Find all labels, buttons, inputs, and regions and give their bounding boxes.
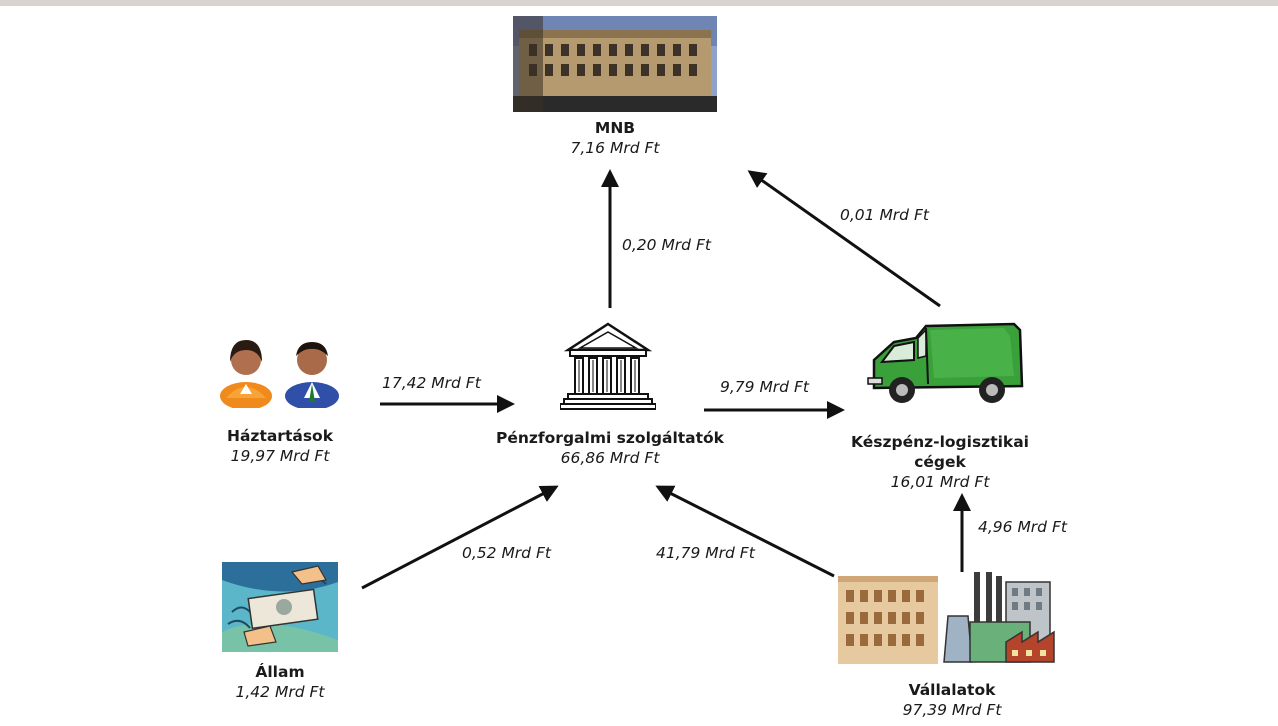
flow-haztartasok-to-penzforgalmi: 17,42 Mrd Ft [382,374,481,392]
money-exchange-icon [222,562,338,652]
node-allam-amount: 1,42 Mrd Ft [235,683,325,701]
left-border [0,6,4,726]
node-keszpenz-name-line1: Készpénz-logisztikai [850,433,1029,451]
flow-keszpenz-to-mnb: 0,01 Mrd Ft [840,206,929,224]
node-mnb-amount: 7,16 Mrd Ft [570,139,660,157]
node-penzforgalmi-amount: 66,86 Mrd Ft [560,449,660,467]
flow-vallalatok-to-keszpenz: 4,96 Mrd Ft [978,518,1067,536]
classical-bank-icon [560,322,656,410]
top-border [0,0,1278,6]
flow-penzforgalmi-to-keszpenz: 9,79 Mrd Ft [720,378,809,396]
node-vallalatok-name: Vállalatok [908,681,996,699]
factory-buildings-icon [838,572,1055,664]
flow-allam-to-penzforgalmi: 0,52 Mrd Ft [462,544,551,562]
node-penzforgalmi-name: Pénzforgalmi szolgáltatók [495,429,724,447]
people-icon [220,340,339,408]
mnb-building-icon [513,16,717,112]
node-allam: Állam 1,42 Mrd Ft [190,662,370,702]
node-haztartasok-amount: 19,97 Mrd Ft [230,447,330,465]
arrow-vallalatok-to-penzforgalmi [655,485,835,578]
node-vallalatok: Vállalatok 97,39 Mrd Ft [862,680,1042,720]
node-keszpenz: Készpénz-logisztikai cégek 16,01 Mrd Ft [840,432,1040,492]
flow-vallalatok-to-penzforgalmi: 41,79 Mrd Ft [656,544,755,562]
flow-penzforgalmi-to-mnb: 0,20 Mrd Ft [622,236,711,254]
arrow-allam-to-penzforgalmi [361,485,559,590]
node-keszpenz-name-line2: cégek [914,453,966,471]
van-icon [867,322,1024,403]
node-mnb-name: MNB [594,119,636,137]
node-keszpenz-amount: 16,01 Mrd Ft [890,473,990,491]
node-haztartasok-name: Háztartások [226,427,334,445]
node-allam-name: Állam [255,663,305,681]
node-haztartasok: Háztartások 19,97 Mrd Ft [190,426,370,466]
node-mnb: MNB 7,16 Mrd Ft [515,118,715,158]
node-penzforgalmi: Pénzforgalmi szolgáltatók 66,86 Mrd Ft [470,428,750,468]
node-vallalatok-amount: 97,39 Mrd Ft [902,701,1002,719]
arrow-keszpenz-to-mnb [747,170,941,308]
